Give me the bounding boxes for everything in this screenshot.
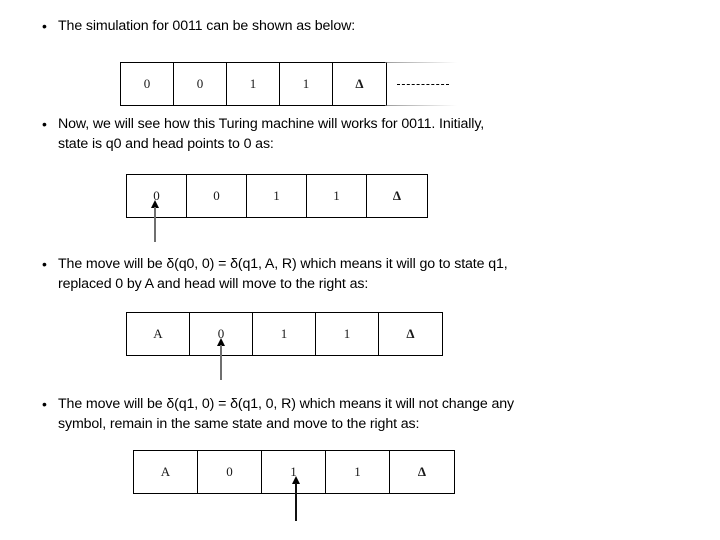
tape-cell: 0 [121,63,174,105]
tape-cell-blank: Δ [417,464,427,479]
arrow-shaft [154,207,156,242]
tape-cell: 0 [174,63,227,105]
tail-dashes [397,83,449,85]
tape-cell: 0 [127,175,187,217]
bullet-text: Now, we will see how this Turing machine… [58,116,485,152]
bullet-item-2: • Now, we will see how this Turing machi… [32,114,682,154]
bullet-marker: • [42,396,47,412]
head-pointer-arrow [215,338,227,380]
arrow-head-icon [292,476,300,484]
tape-diagram-1: 0 0 1 1 Δ [120,62,457,106]
tape-cell: 1 [227,63,280,105]
bullet-item-3: • The move will be δ(q0, 0) = δ(q1, A, R… [32,254,687,294]
head-pointer-arrow [149,200,161,242]
tape-cell: A [127,313,190,355]
tape-cell: 0 [198,451,262,493]
tape-cell: 1 [326,451,390,493]
bullet-text: The move will be δ(q1, 0) = δ(q1, 0, R) … [58,396,514,432]
bullet-marker: • [42,256,47,272]
tail-bottom-rule [385,105,457,106]
tape-cell: 0 [190,313,253,355]
tape-cell: 1 [262,451,326,493]
bullet-text: The simulation for 0011 can be shown as … [58,18,356,34]
head-pointer-arrow [290,476,302,521]
tape-continuation [385,62,457,106]
tape-cells: 0 0 1 1 Δ [120,62,387,106]
arrow-head-icon [151,200,159,208]
bullet-text: The move will be δ(q0, 0) = δ(q1, A, R) … [58,256,508,292]
tape-cell: A [134,451,198,493]
tape-cell-blank: Δ [355,76,364,91]
bullet-marker: • [42,116,47,132]
tape-cell: 0 [187,175,247,217]
tape-cell: 1 [247,175,307,217]
arrow-head-icon [217,338,225,346]
arrow-shaft [295,483,297,521]
tape-cells: 0 0 1 1 Δ [126,174,428,218]
tape-cells: A 0 1 1 Δ [126,312,443,356]
tape-diagram-4: A 0 1 1 Δ [133,450,455,521]
tape-diagram-3: A 0 1 1 Δ [126,312,443,380]
tape-diagram-2: 0 0 1 1 Δ [126,174,428,242]
tape-cell: 1 [253,313,316,355]
tape-cell: 1 [280,63,333,105]
bullet-item-4: • The move will be δ(q1, 0) = δ(q1, 0, R… [32,394,687,434]
bullet-item-1: • The simulation for 0011 can be shown a… [32,16,672,36]
bullet-marker: • [42,18,47,34]
tape-cell: 1 [307,175,367,217]
tape-cell: 1 [316,313,379,355]
tail-top-rule [385,62,457,63]
tape-cell-blank: Δ [392,188,402,203]
tape-cells: A 0 1 1 Δ [133,450,455,494]
arrow-shaft [220,345,222,380]
tape-cell-blank: Δ [406,326,415,341]
